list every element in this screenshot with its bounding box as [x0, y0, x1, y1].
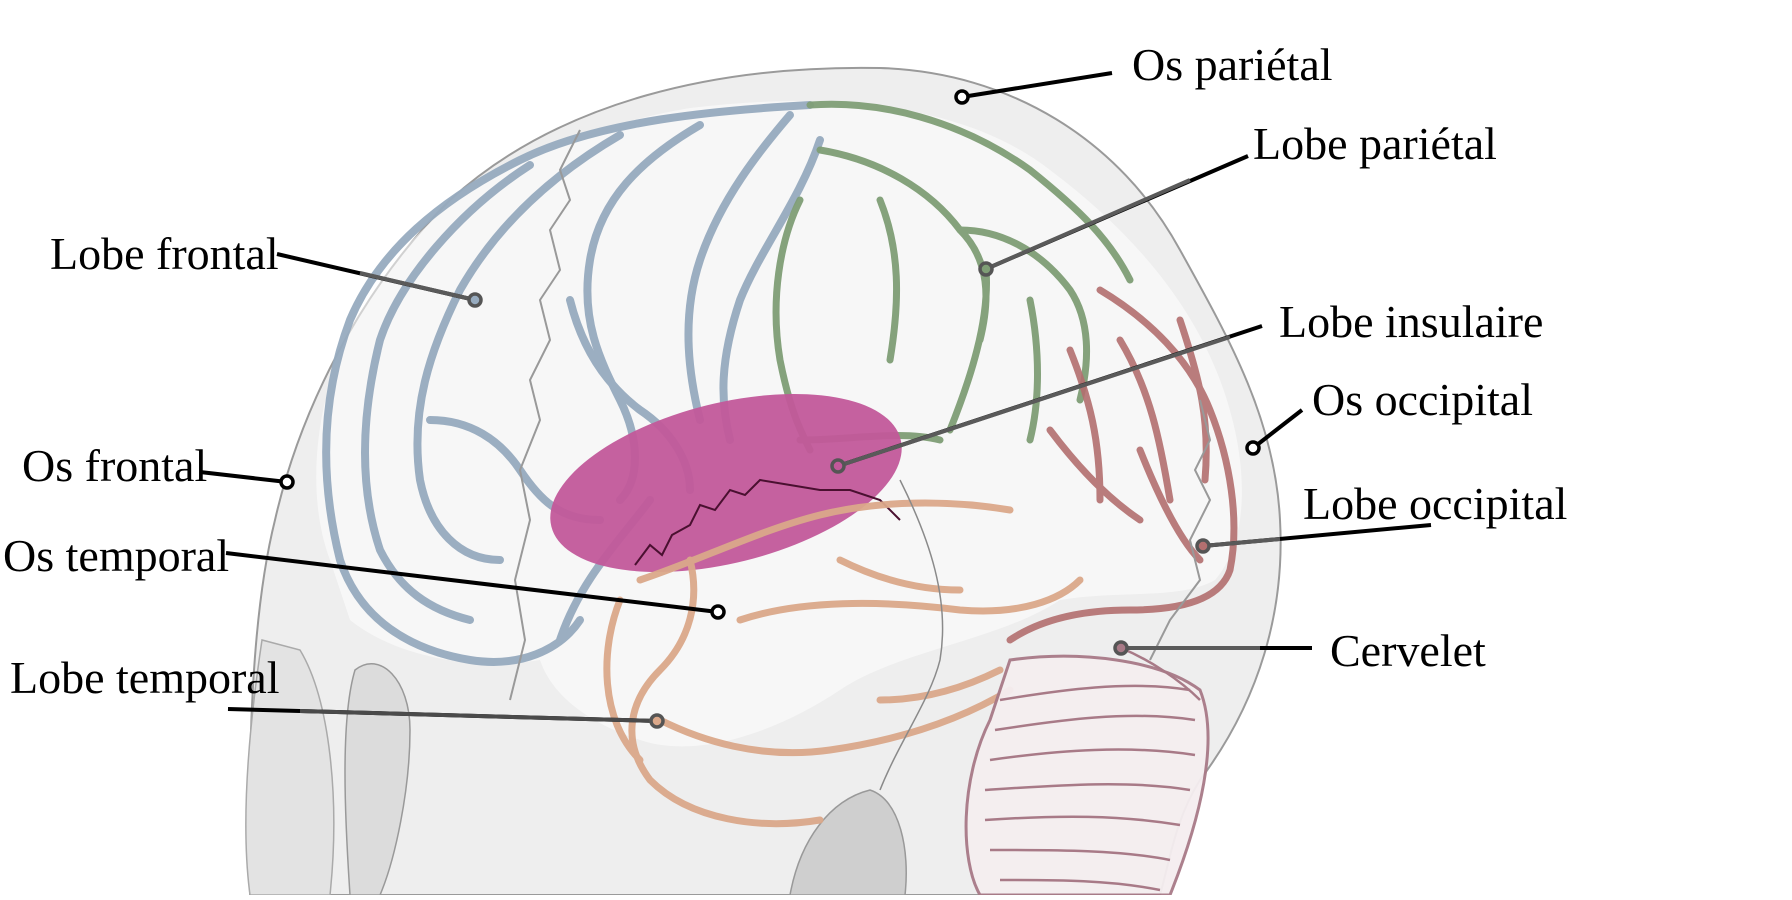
- cerebellum-folia: [984, 646, 1201, 892]
- leader-lobe-occipital-inner: [1202, 537, 1281, 548]
- leader-lobe-temporal-inner: [299, 709, 658, 723]
- label-os-frontal: Os frontal: [22, 440, 208, 491]
- point-os-frontal: [279, 474, 295, 490]
- label-os-parietal: Os pariétal: [1132, 39, 1333, 90]
- label-lobe-temporal: Lobe temporal: [10, 652, 280, 703]
- leader-lobe-insulaire-inner: [837, 335, 1231, 468]
- leader-os-temporal: [225, 551, 719, 614]
- point-lobe-insulaire: [830, 458, 846, 474]
- coronal-suture: [509, 129, 581, 701]
- label-os-occipital: Os occipital: [1312, 374, 1533, 425]
- leader-os-parietal: [961, 71, 1113, 99]
- label-os-temporal: Os temporal: [3, 530, 230, 581]
- leader-os-frontal: [199, 470, 288, 484]
- label-lobe-insulaire: Lobe insulaire: [1279, 296, 1544, 347]
- point-os-occipital: [1245, 440, 1261, 456]
- point-os-parietal: [954, 89, 970, 105]
- lambdoid-suture: [1149, 399, 1212, 661]
- point-os-temporal: [710, 604, 726, 620]
- cerebellum: [964, 654, 1210, 897]
- label-cervelet: Cervelet: [1330, 625, 1486, 676]
- leader-lobe-frontal-inner: [359, 271, 476, 302]
- leader-lines: [199, 71, 1432, 729]
- insular-lobe: [550, 393, 902, 573]
- label-lobe-parietal: Lobe pariétal: [1253, 118, 1497, 169]
- point-lobe-parietal: [978, 261, 994, 277]
- zygomatic: [344, 663, 411, 896]
- lateral-sulcus: [634, 478, 901, 566]
- point-lobe-temporal: [649, 713, 665, 729]
- skull-face: [245, 639, 335, 896]
- frontal-lobe: [322, 101, 824, 666]
- temporal-lobe: [603, 499, 1084, 828]
- leader-os-occipital: [1251, 408, 1304, 450]
- point-lobe-occipital: [1195, 538, 1211, 554]
- point-cervelet: [1113, 640, 1129, 656]
- point-lobe-frontal: [467, 292, 483, 308]
- label-lobe-occipital: Lobe occipital: [1303, 478, 1568, 529]
- squamous-suture: [879, 479, 944, 791]
- skull-base: [789, 789, 907, 896]
- leader-lobe-parietal-inner: [985, 178, 1191, 271]
- label-lobe-frontal: Lobe frontal: [50, 228, 279, 279]
